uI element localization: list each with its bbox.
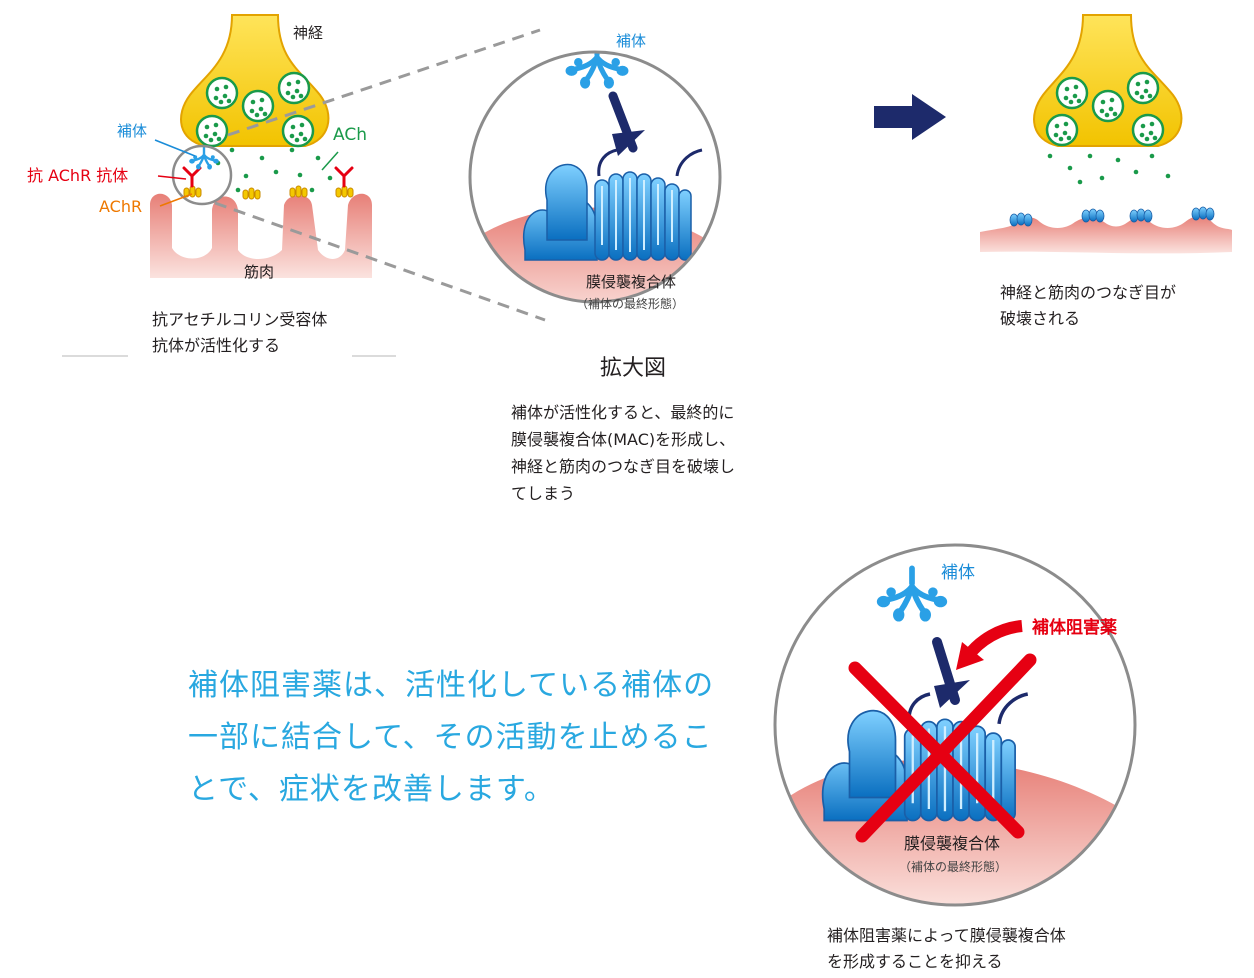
inhibitor-view xyxy=(773,543,1137,907)
muscle-label: 筋肉 xyxy=(244,263,275,281)
ach-label: ACh xyxy=(333,125,367,145)
inhibitor-main-text: 補体阻害薬は、活性化している補体の 一部に結合して、その活動を止めるこ とで、症… xyxy=(188,668,715,807)
zoom-complement-label: 補体 xyxy=(616,32,647,50)
inhibitor-label: 補体阻害薬 xyxy=(1032,618,1117,638)
ach-molecules xyxy=(215,147,333,195)
zoom-title: 拡大図 xyxy=(600,356,667,381)
muscle-tissue xyxy=(150,193,372,278)
zoom-connectors xyxy=(214,28,546,322)
antibodies xyxy=(182,166,354,188)
right-panel xyxy=(980,14,1232,254)
left-caption-line1: 抗アセチルコリン受容体 xyxy=(152,310,328,329)
nerve-terminal-right xyxy=(1033,14,1183,147)
inhibitor-mac-label: 膜侵襲複合体 xyxy=(904,834,1001,853)
right-caption: 神経と筋肉のつなぎ目が 破壊される xyxy=(1000,283,1177,328)
zoom-circle xyxy=(171,144,233,206)
zoom-caption: 補体が活性化すると、最終的に 膜侵襲複合体(MAC)を形成し、 神経と筋肉のつな… xyxy=(511,403,736,503)
left-caption-line2: 抗体が活性化する xyxy=(152,336,281,355)
inhibitor-complement-label: 補体 xyxy=(941,563,975,583)
result-arrow xyxy=(874,94,946,140)
achr-label: AChR xyxy=(99,197,143,216)
achr-receptors xyxy=(183,185,354,200)
mac-label: 膜侵襲複合体 xyxy=(586,273,677,291)
complement-label: 補体 xyxy=(117,122,148,140)
nerve-label: 神経 xyxy=(293,24,324,42)
muscle-surface-damaged xyxy=(980,216,1232,254)
inhibitor-mac-sublabel: （補体の最終形態） xyxy=(899,860,1008,874)
antibody-label: 抗 AChR 抗体 xyxy=(27,166,129,185)
mac-sublabel: （補体の最終形態） xyxy=(576,297,685,311)
inhibitor-caption: 補体阻害薬によって膜侵襲複合体 を形成することを抑える xyxy=(827,926,1066,971)
mac-small xyxy=(1009,206,1215,227)
left-panel xyxy=(62,14,396,357)
